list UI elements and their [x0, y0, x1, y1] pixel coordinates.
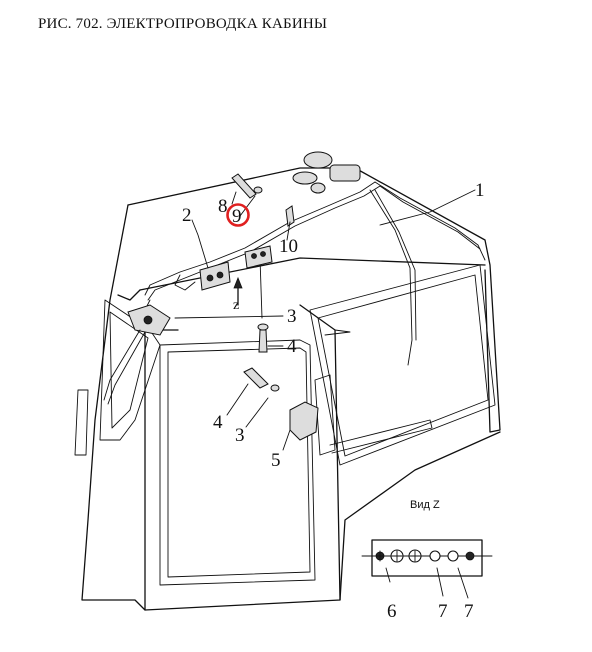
callout-1: 1: [475, 180, 485, 201]
view-z-arrow: z: [233, 276, 243, 313]
callout-9-highlight: [226, 203, 250, 227]
callout-3-upper: 3: [287, 306, 297, 327]
terminal-block: [244, 245, 273, 269]
callout-4-upper: 4: [287, 336, 297, 357]
screw-4-upper: [257, 323, 269, 353]
lamp-5: [289, 401, 319, 441]
callout-7-right: 7: [464, 601, 474, 622]
callout-8: 8: [218, 196, 228, 217]
wiper-motor: [292, 151, 361, 194]
figure-title: РИС. 702. ЭЛЕКТРОПРОВОДКА КАБИНЫ: [38, 16, 328, 32]
callout-10: 10: [279, 236, 298, 257]
callout-9: 9: [232, 206, 242, 227]
switch-block: [199, 261, 231, 291]
side-lamp: [103, 304, 171, 405]
view-z-label: Вид Z: [410, 499, 440, 511]
washer-9: [253, 186, 263, 194]
bolt-8: [231, 173, 257, 199]
callout-2: 2: [182, 205, 192, 226]
view-arrow-letter: z: [233, 298, 239, 313]
screw-4: [243, 367, 269, 389]
clip-10: [285, 205, 295, 227]
wiring-harness: [144, 181, 486, 366]
washer-3: [270, 384, 280, 392]
callout-6: 6: [387, 601, 397, 622]
callout-3-lower: 3: [235, 425, 245, 446]
callout-7-left: 7: [438, 601, 448, 622]
callout-5: 5: [271, 450, 281, 471]
leader-lines: [174, 189, 476, 599]
callout-4-lower: 4: [213, 412, 223, 433]
view-z-inset: Вид Z 6 7 7: [361, 499, 493, 622]
